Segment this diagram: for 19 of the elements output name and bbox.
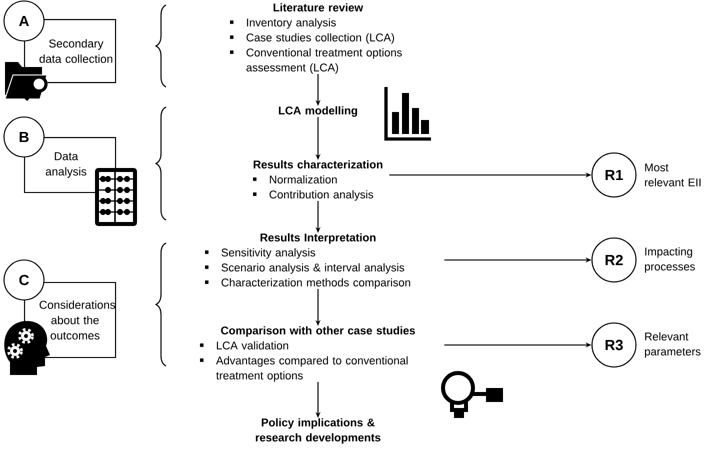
- bullet-item: Scenario analysis & interval analysis: [222, 263, 404, 274]
- result-label: Impacting processes: [645, 247, 695, 273]
- result-label: Most relevant EII: [645, 164, 700, 186]
- bullet-item: Advantages compared to conventional treatment options: [216, 356, 408, 382]
- bullet-item: Contribution analysis: [270, 190, 374, 201]
- stage-heading: Policy implications & research developments: [256, 418, 380, 444]
- bullet-item: Conventional treatment options assessment (LCA): [246, 48, 402, 74]
- stage-heading: Literature review: [274, 3, 364, 12]
- bullet-item: LCA validation: [216, 341, 288, 350]
- stage-heading: Results Interpretation: [260, 233, 376, 244]
- stage-heading: LCA modelling: [278, 106, 358, 117]
- stage-heading: Comparison with other case studies: [221, 326, 415, 337]
- result-label: Relevant parameters: [645, 332, 700, 358]
- bullet-item: Normalization: [270, 175, 337, 184]
- bullet-item: Inventory analysis: [247, 18, 336, 29]
- stage-heading: Results characterization: [254, 160, 382, 168]
- bullet-item: Sensitivity analysis: [222, 248, 316, 259]
- bullet-item: Case studies collection (LCA): [246, 33, 394, 44]
- bullet-item: Characterization methods comparison: [222, 278, 410, 289]
